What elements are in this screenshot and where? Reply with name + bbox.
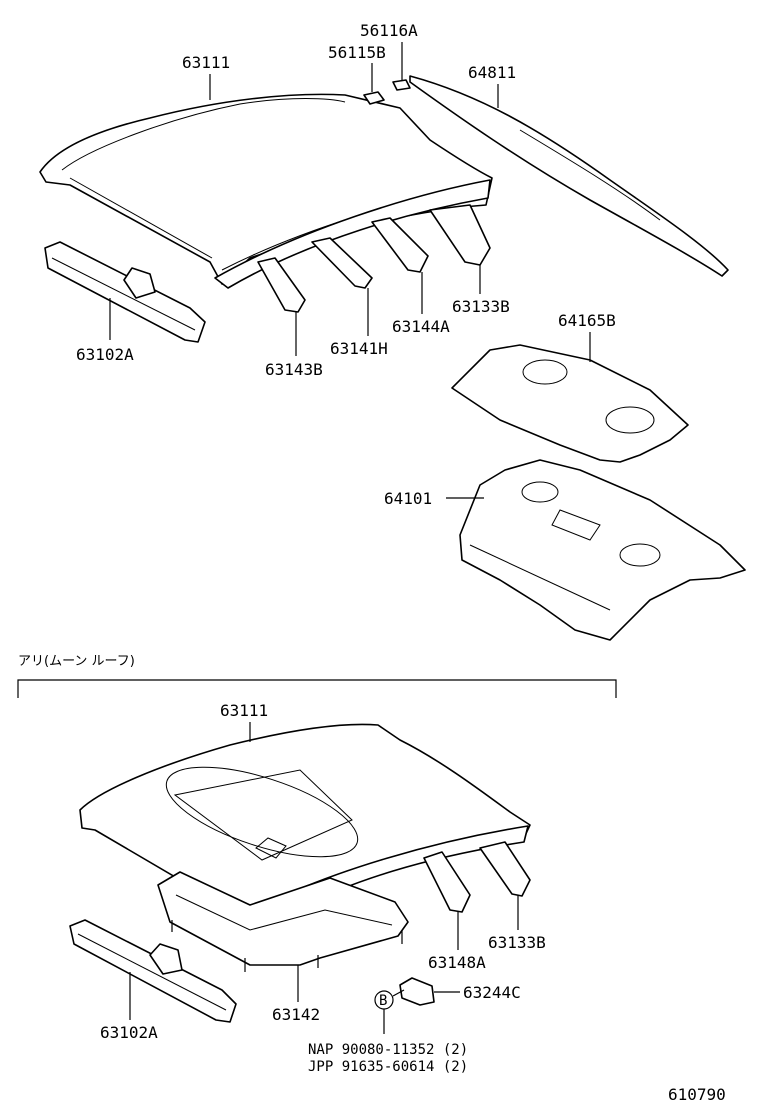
section-title: アリ(ムーン ルーフ) [18, 654, 135, 669]
bottom-front-header[interactable] [69, 919, 237, 1023]
label-top-63141h: 63141H [330, 339, 388, 358]
label-bottom-63102a: 63102A [100, 1023, 158, 1042]
bottom-bracket-63244c[interactable] [399, 977, 435, 1006]
label-bottom-63111: 63111 [220, 701, 268, 720]
note-jpp: JPP 91635-60614 (2) [308, 1059, 468, 1075]
label-bottom-63133b: 63133B [488, 933, 546, 952]
label-top-63133b: 63133B [452, 297, 510, 316]
bottom-frame[interactable] [157, 871, 409, 972]
label-top-56115b: 56115B [328, 43, 386, 62]
label-bottom-63142: 63142 [272, 1005, 320, 1024]
callout-b[interactable]: B [374, 989, 405, 1034]
label-top-64101: 64101 [384, 489, 432, 508]
diagram-id: 610790 [668, 1085, 726, 1104]
top-roof-panel[interactable] [39, 93, 493, 289]
label-bottom-63244c: 63244C [463, 983, 521, 1002]
label-top-56116a: 56116A [360, 21, 418, 40]
label-top-64165b: 64165B [558, 311, 616, 330]
section-bracket [17, 679, 617, 698]
label-top-64811: 64811 [468, 63, 516, 82]
top-front-header[interactable] [44, 241, 206, 343]
top-back-panel[interactable] [459, 459, 746, 641]
note-nap: NAP 90080-11352 (2) [308, 1042, 468, 1058]
label-top-63102a: 63102A [76, 345, 134, 364]
label-top-63143b: 63143B [265, 360, 323, 379]
top-back-window[interactable] [409, 75, 729, 277]
bottom-roof-bows[interactable] [423, 841, 531, 913]
top-clips[interactable] [363, 79, 411, 105]
top-roof-bows[interactable] [257, 204, 491, 313]
label-top-63144a: 63144A [392, 317, 450, 336]
callout-b-letter: B [379, 993, 387, 1009]
label-top-63111: 63111 [182, 53, 230, 72]
top-package-shelf[interactable] [451, 344, 689, 463]
label-bottom-63148a: 63148A [428, 953, 486, 972]
